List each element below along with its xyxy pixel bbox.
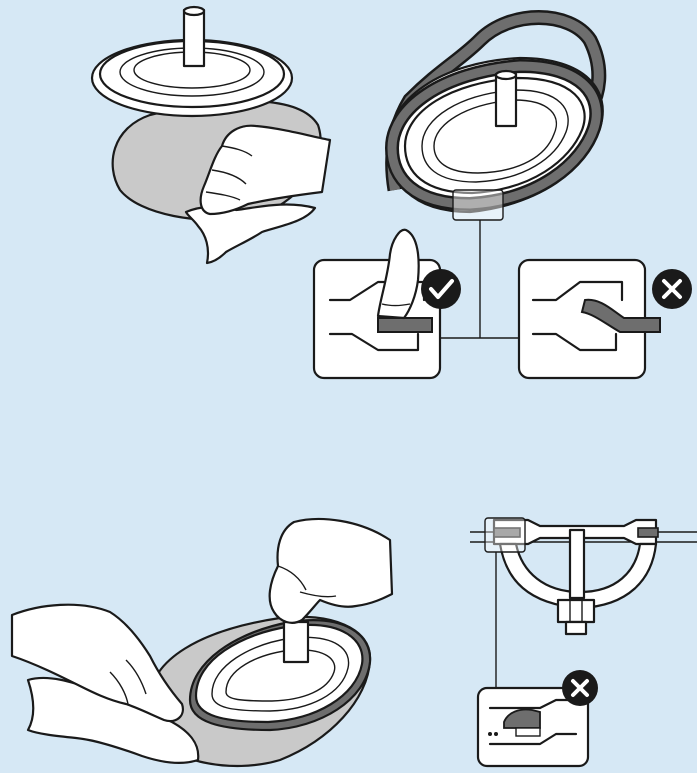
- step-assembled-cross-section: [470, 518, 697, 766]
- detail-seal-correct: [314, 230, 461, 378]
- step-close-lid-and-wipe-bowl: [12, 519, 392, 766]
- detail-highlight-box: [453, 190, 503, 220]
- lid-knob: [184, 10, 204, 66]
- check-badge-icon: [421, 269, 461, 309]
- cross-badge-icon: [652, 269, 692, 309]
- section-highlight-box: [485, 518, 525, 552]
- lid-knob-2: [496, 74, 516, 126]
- step-wipe-lid-underside: [92, 7, 330, 263]
- cross-badge-icon: [562, 670, 598, 706]
- step-fit-seal-ring: [314, 18, 692, 379]
- detail-seal-incorrect: [519, 260, 692, 378]
- seal-right: [638, 528, 658, 537]
- bottom-nut: [558, 600, 594, 622]
- seal-profile: [378, 318, 432, 332]
